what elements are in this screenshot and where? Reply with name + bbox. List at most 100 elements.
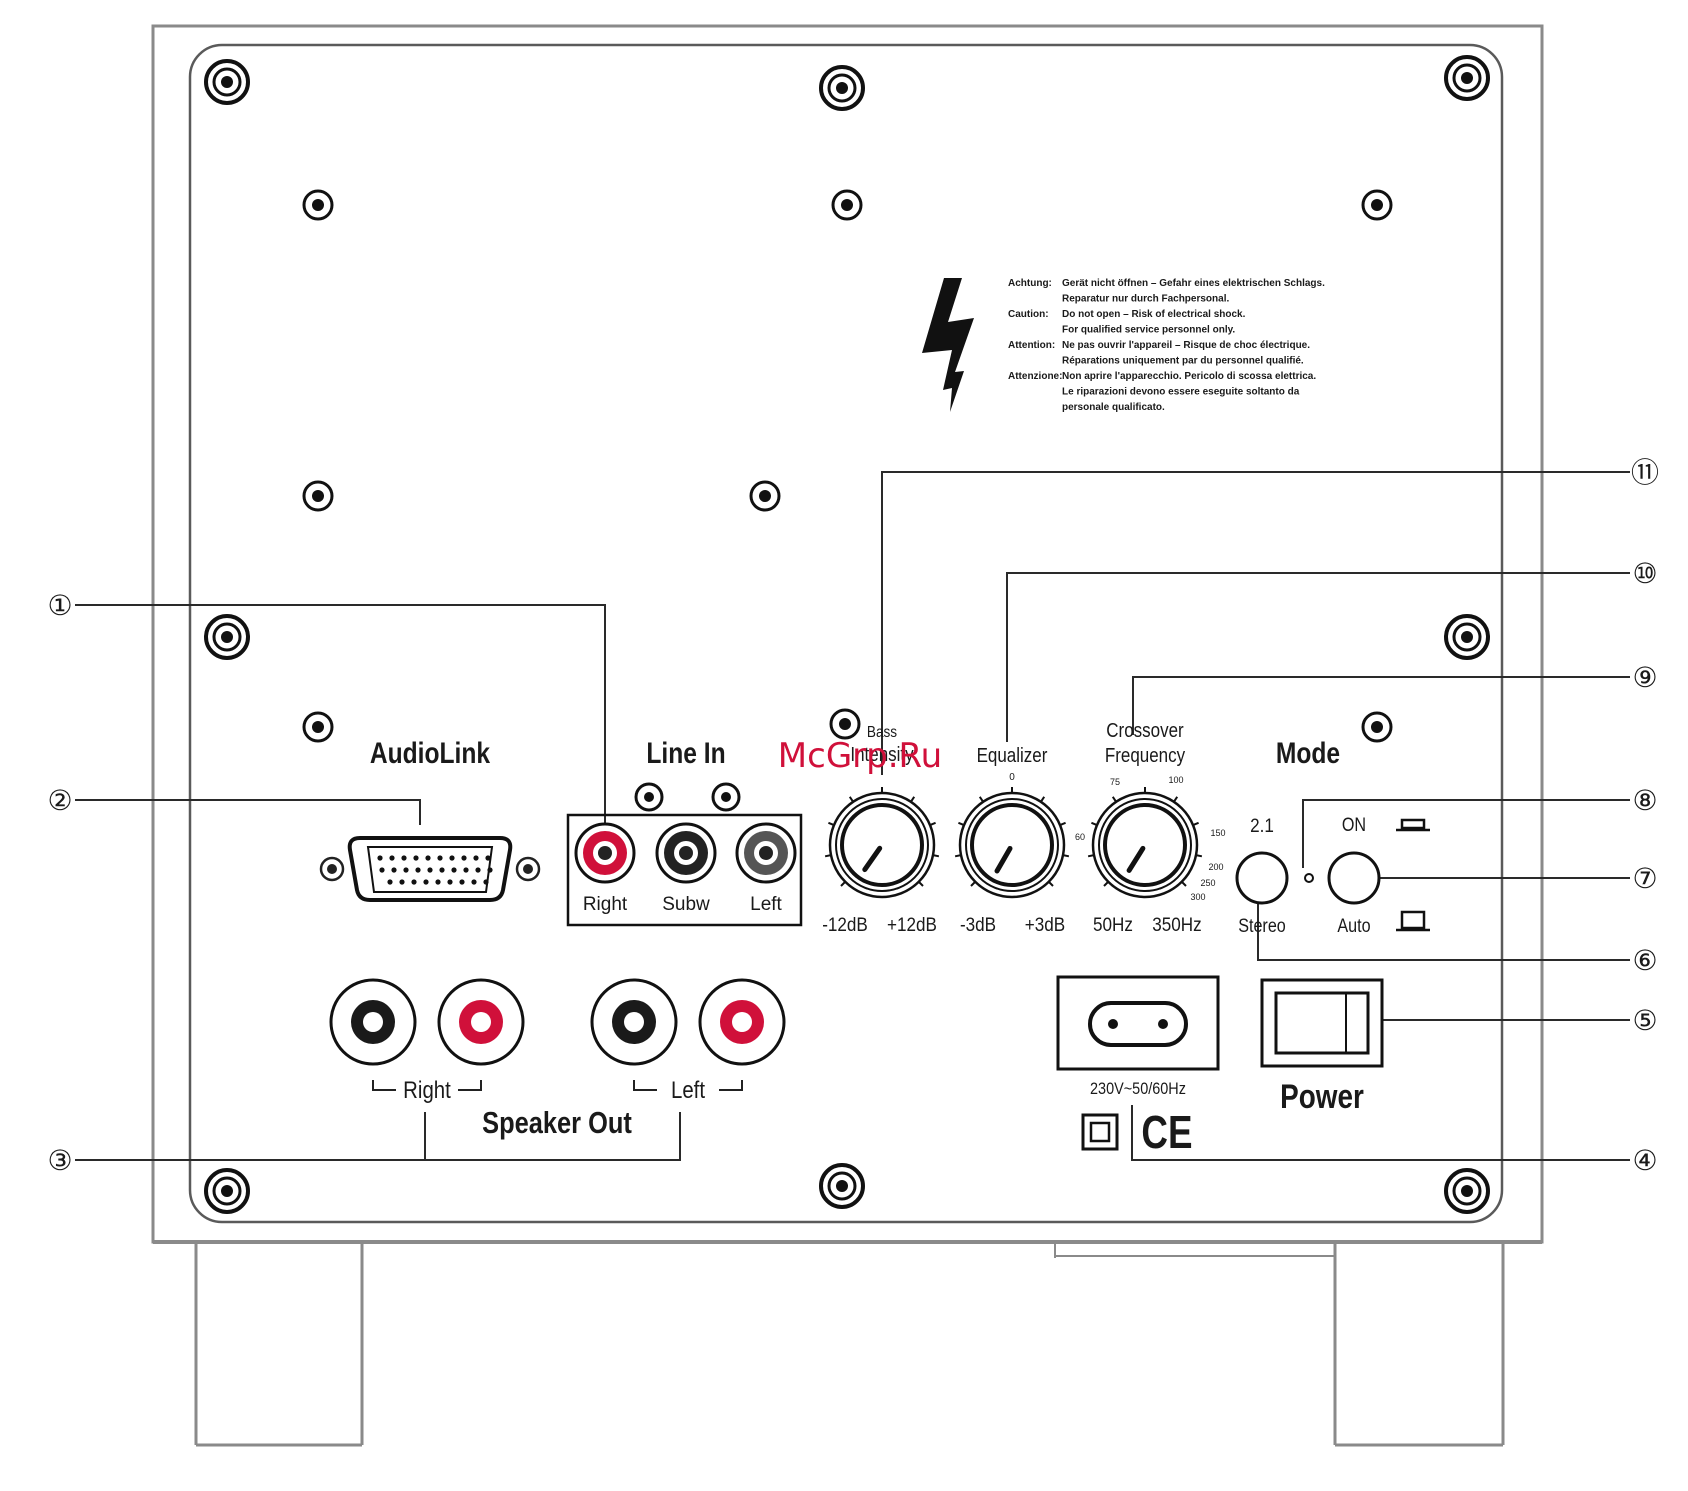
callout-number: ④ — [1632, 1145, 1657, 1176]
warning-line-text: Do not open – Risk of electrical shock. — [1062, 309, 1246, 320]
screw-large — [204, 59, 250, 105]
audiolink-section: AudioLink — [319, 736, 541, 902]
speaker-out-right-red-terminal[interactable] — [437, 978, 525, 1066]
eq-min-label: -3dB — [960, 914, 996, 935]
panel-plate — [188, 43, 1504, 1224]
monitor-on-icon — [1396, 910, 1430, 932]
power-label: Power — [1280, 1077, 1364, 1115]
callout-number: ⑧ — [1632, 785, 1657, 816]
bass-intensity-label-line1: Bass — [867, 724, 897, 741]
callout-number: ① — [47, 590, 72, 621]
cross-60-label: 60 — [1075, 832, 1085, 842]
mode-auto-label: Auto — [1337, 915, 1370, 937]
speaker-out-left-label: Left — [671, 1076, 706, 1103]
eq-zero-label: 0 — [1009, 772, 1015, 783]
eq-max-label: +3dB — [1025, 914, 1065, 935]
ce-mark: CE — [1141, 1106, 1192, 1158]
warning-label: Achtung: Gerät nicht öffnen – Gefahr eine… — [922, 278, 1325, 413]
callout-number: ② — [47, 785, 72, 816]
mode-on-label: ON — [1342, 814, 1366, 836]
warning-line-text: Gerät nicht öffnen – Gefahr eines elektr… — [1062, 278, 1325, 289]
speaker-out-label: Speaker Out — [482, 1106, 632, 1141]
line-in-box — [566, 813, 803, 927]
warning-text: Achtung: Gerät nicht öffnen – Gefahr eine… — [1008, 278, 1325, 413]
screw-small — [1361, 711, 1393, 743]
bass-intensity-knob[interactable] — [824, 787, 940, 899]
callout-number: ⑪ — [1631, 457, 1659, 488]
right-foot — [1333, 1242, 1505, 1447]
screw-large — [819, 65, 865, 111]
callout-number: ⑦ — [1632, 863, 1657, 894]
mains-rating-label: 230V~50/60Hz — [1090, 1080, 1186, 1098]
line-in-section: Line In Right Subw Left — [566, 736, 803, 927]
mode-21-label: 2.1 — [1250, 815, 1274, 836]
lightning-bolt-icon — [922, 278, 974, 412]
power-section: Power — [1260, 978, 1384, 1116]
cross-75-label: 75 — [1110, 777, 1120, 787]
speaker-out-right-label: Right — [403, 1076, 451, 1103]
line-in-left-jack[interactable] — [735, 822, 797, 884]
line-in-screw-right — [711, 782, 741, 812]
warning-line-key: Attention: — [1008, 340, 1055, 351]
watermark-text: McGrp.Ru — [778, 736, 942, 776]
equalizer-knob[interactable] — [954, 787, 1070, 899]
line-in-right-jack[interactable] — [574, 822, 636, 884]
cross-min-label: 50Hz — [1093, 914, 1133, 935]
cross-100-label: 100 — [1168, 775, 1183, 785]
cross-300-label: 300 — [1190, 892, 1205, 902]
warning-line-key: Achtung: — [1008, 278, 1052, 289]
callout-leaders — [75, 471, 1630, 1161]
warning-line-text: Ne pas ouvrir l'appareil – Risque de cho… — [1062, 340, 1310, 351]
warning-line-key: Caution: — [1008, 309, 1049, 320]
mode-section: Mode 2.1 Stereo ON Auto — [1235, 736, 1430, 937]
speaker-out-left-black-terminal[interactable] — [590, 978, 678, 1066]
warning-line-text: For qualified service personnel only. — [1062, 325, 1235, 336]
line-in-subw-jack[interactable] — [655, 822, 717, 884]
screw-small — [302, 189, 334, 221]
dsub-pins — [377, 855, 493, 885]
screw-small — [1361, 189, 1393, 221]
audiolink-dsub-connector[interactable] — [319, 836, 541, 902]
cross-max-label: 350Hz — [1152, 914, 1201, 935]
line-in-label: Line In — [646, 736, 725, 770]
bass-max-label: +12dB — [887, 914, 937, 935]
mode-21-stereo-button[interactable] — [1235, 851, 1289, 905]
line-in-subw-label: Subw — [662, 894, 710, 915]
warning-line-text: Le riparazioni devono essere eseguite so… — [1062, 387, 1300, 398]
line-in-screw-left — [634, 782, 664, 812]
warning-line-text: personale qualificato. — [1062, 402, 1165, 413]
power-switch[interactable] — [1274, 991, 1370, 1055]
double-insulation-icon — [1081, 1113, 1119, 1151]
line-in-right-label: Right — [583, 894, 628, 915]
mode-led-indicator — [1304, 873, 1314, 883]
mode-on-auto-button[interactable] — [1327, 851, 1381, 905]
screw-large — [819, 1163, 865, 1209]
screw-small — [302, 711, 334, 743]
speaker-out-right-black-terminal[interactable] — [329, 978, 417, 1066]
screw-large — [1444, 1168, 1490, 1214]
screw-large — [1444, 55, 1490, 101]
screw-large — [1444, 614, 1490, 660]
cross-200-label: 200 — [1208, 862, 1223, 872]
speaker-out-left-red-terminal[interactable] — [698, 978, 786, 1066]
screw-small — [829, 708, 861, 740]
crossover-label-line1: Crossover — [1106, 719, 1183, 742]
mode-stereo-label: Stereo — [1238, 915, 1286, 937]
crossover-knob[interactable] — [1087, 787, 1203, 899]
equalizer-label: Equalizer — [977, 744, 1048, 767]
mains-inlet-section: 230V~50/60Hz CE — [1056, 975, 1220, 1158]
monitor-off-icon — [1396, 818, 1430, 832]
warning-line-key: Attenzione: — [1008, 371, 1062, 382]
bass-intensity-control: Bass Intensity -12dB +12dB — [822, 724, 940, 935]
line-in-left-label: Left — [750, 894, 782, 915]
left-foot — [194, 1242, 364, 1447]
equalizer-control: Equalizer 0 -3dB +3dB — [954, 744, 1070, 935]
warning-line-text: Reparatur nur durch Fachpersonal. — [1062, 294, 1229, 305]
screw-small — [831, 189, 863, 221]
callout-number: ⑩ — [1632, 558, 1657, 589]
bass-min-label: -12dB — [822, 914, 868, 935]
bass-intensity-label-line2: Intensity — [850, 743, 914, 766]
callout-number: ⑤ — [1632, 1005, 1657, 1036]
